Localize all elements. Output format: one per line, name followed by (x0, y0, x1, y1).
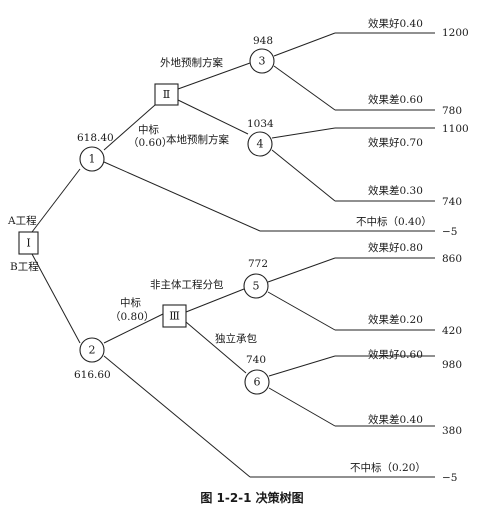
outcome-label-9: 效果差0.40 (368, 413, 423, 426)
chance-node-6: 6 (244, 369, 270, 395)
edge-node6-bad (268, 387, 336, 427)
branch-label-a-project: A工程 (7, 215, 37, 227)
edge-node1-lose (103, 161, 261, 232)
branch-label-win-b-prob: （0.80） (110, 311, 154, 323)
outcome-value-9: 380 (442, 425, 462, 437)
edge-node4-good (271, 127, 336, 139)
branch-label-external-prefab: 外地预制方案 (160, 56, 223, 69)
node6-expected-value: 740 (246, 354, 266, 366)
decision-node-2-label: Ⅱ (163, 88, 170, 101)
outcome-value-4: 740 (442, 196, 462, 208)
edge-decision2-to-node4 (177, 99, 249, 135)
edge-node3-bad (273, 65, 336, 111)
edge-node5-bad (267, 291, 336, 331)
decision-node-3-label: Ⅲ (169, 310, 180, 323)
chance-node-2-label: 2 (89, 344, 96, 357)
node1-expected-value: 618.40 (77, 132, 114, 144)
decision-node-2: Ⅱ (154, 83, 179, 106)
chance-node-5: 5 (243, 273, 269, 299)
edge-node5-good (267, 257, 336, 283)
chance-node-3-label: 3 (259, 55, 266, 68)
decision-node-1-label: Ⅰ (26, 237, 30, 250)
outcome-value-8: 980 (442, 359, 462, 371)
branch-label-lose-b: 不中标（0.20） (350, 461, 426, 474)
branch-label-win-b: 中标 (120, 296, 141, 309)
edge-node1-to-decision2 (103, 104, 156, 151)
node4-expected-value: 1034 (247, 118, 274, 130)
outcome-value-6: 860 (442, 253, 462, 265)
decision-node-1: Ⅰ (18, 231, 39, 255)
node3-expected-value: 948 (253, 35, 273, 47)
edge-node6-good (268, 355, 336, 377)
chance-node-2: 2 (79, 337, 105, 363)
edge-node3-good (273, 32, 336, 57)
edge-node2-lose (103, 355, 251, 478)
outcome-label-1: 效果好0.40 (368, 17, 423, 30)
branch-label-win-a-prob: （0.60） (128, 137, 172, 149)
outcome-value-3: 1100 (442, 123, 469, 135)
tree-edges (31, 32, 435, 478)
chance-node-1: 1 (79, 146, 105, 172)
figure-caption: 图 1-2-1 决策树图 (200, 490, 303, 505)
outcome-label-8: 效果好0.60 (368, 348, 423, 361)
chance-node-4: 4 (247, 131, 273, 157)
node2-expected-value: 616.60 (74, 369, 111, 381)
branch-label-subcontract: 非主体工程分包 (150, 278, 224, 291)
node5-expected-value: 772 (248, 258, 268, 270)
chance-node-3: 3 (249, 48, 275, 74)
chance-node-5-label: 5 (253, 280, 260, 293)
branch-label-b-project: B工程 (10, 261, 39, 273)
outcome-label-7: 效果差0.20 (368, 313, 423, 326)
outcome-value-2: 780 (442, 105, 462, 117)
outcome-value-1: 1200 (442, 27, 469, 39)
chance-node-4-label: 4 (257, 138, 264, 151)
edge-root-to-node1 (31, 168, 81, 233)
chance-node-6-label: 6 (254, 376, 261, 389)
edge-decision3-to-node5 (185, 288, 245, 313)
edge-root-to-node2 (31, 253, 81, 344)
outcome-label-3: 效果好0.70 (368, 136, 423, 149)
edge-decision2-to-node3 (177, 62, 251, 90)
outcome-label-4: 效果差0.30 (368, 184, 423, 197)
branch-label-win-a: 中标 (138, 123, 159, 136)
edge-node4-bad (271, 149, 336, 202)
edge-decision3-to-node6 (185, 321, 247, 374)
chance-node-1-label: 1 (89, 153, 96, 166)
outcome-value-7: 420 (442, 325, 462, 337)
edge-node2-to-decision3 (103, 313, 164, 344)
outcome-label-6: 效果好0.80 (368, 241, 423, 254)
outcome-value-10: −5 (442, 472, 457, 484)
branch-label-local-prefab: 本地预制方案 (166, 133, 229, 146)
branch-label-independent: 独立承包 (215, 332, 257, 345)
decision-node-3: Ⅲ (162, 304, 187, 328)
branch-label-lose-a: 不中标（0.40） (356, 215, 432, 228)
outcome-value-5: −5 (442, 226, 457, 238)
outcome-label-2: 效果差0.60 (368, 93, 423, 106)
